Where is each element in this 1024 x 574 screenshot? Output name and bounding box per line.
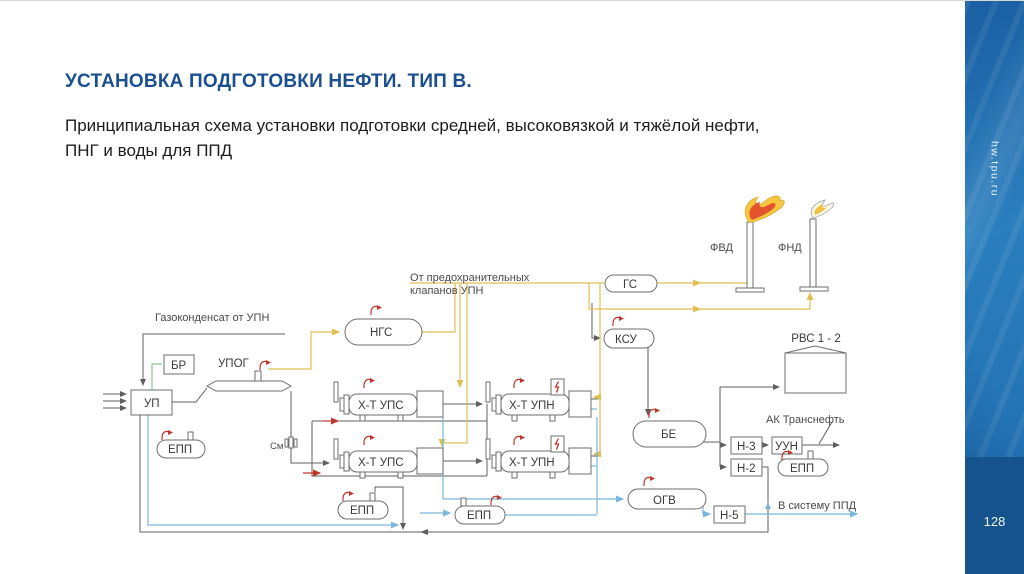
valve-icon <box>643 475 656 487</box>
condensate-pipe <box>151 363 162 390</box>
valve-icon <box>363 377 376 389</box>
flare-fvd: ФВД <box>710 195 785 293</box>
relief-note-line1: От предохранительных <box>410 272 530 284</box>
mixer-sm: См <box>270 436 298 452</box>
mixer-label: См <box>270 441 283 452</box>
upog-vessel: УПОГ <box>205 358 293 392</box>
htupn1-heater-treater: Х-Т УПН <box>485 377 592 422</box>
up-unit: УП <box>130 389 173 416</box>
epp2-label: ЕПП <box>790 463 814 475</box>
page-title: УСТАНОВКА ПОДГОТОВКИ НЕФТИ. ТИП В. <box>65 71 472 92</box>
be-vessel: БЕ <box>632 407 707 448</box>
valve-icon <box>513 434 526 446</box>
htups1-label: Х-Т УПС <box>358 400 404 412</box>
htupn1-label: Х-Т УПН <box>509 400 555 412</box>
valve-icon <box>363 434 376 446</box>
relief-note-line2: клапанов УПН <box>410 285 484 297</box>
up-label: УП <box>144 398 160 410</box>
gs-label: ГС <box>623 279 637 291</box>
gas-condensate-note: Газоконденсат от УПН <box>155 312 269 324</box>
valve-icon <box>161 429 174 441</box>
epp4-label: ЕПП <box>467 510 491 522</box>
sidebar-url: hw.tpu.ru <box>988 141 1001 198</box>
valve-icon <box>648 407 661 419</box>
epp1-vessel: ЕПП <box>156 429 206 459</box>
valve-icon <box>513 377 526 389</box>
mixer-icon <box>284 436 298 449</box>
n3-label: Н-3 <box>737 441 756 453</box>
subtitle-line-1: Принципиальная схема установки подготовк… <box>65 116 760 135</box>
valve-icon <box>612 315 625 327</box>
gas-pipes <box>268 279 814 458</box>
subtitle-line-2: ПНГ и воды для ППД <box>65 141 233 160</box>
to-ppd-note: В систему ППД <box>778 500 857 512</box>
n2-label: Н-2 <box>737 463 756 475</box>
page-number: 128 <box>983 513 1006 529</box>
fvd-label: ФВД <box>710 242 733 254</box>
epp4-vessel: ЕПП <box>454 494 506 525</box>
sidebar-footer: 128 <box>965 457 1024 574</box>
n3-pump: Н-3 <box>730 436 763 455</box>
n5-pump: Н-5 <box>713 505 746 524</box>
slide-subtitle: Принципиальная схема установки подготовк… <box>65 113 915 163</box>
fnd-label: ФНД <box>778 242 802 254</box>
flare-fnd: ФНД <box>778 199 834 292</box>
oil-pipes <box>103 303 840 535</box>
n5-label: Н-5 <box>720 510 739 522</box>
sidebar: hw.tpu.ru 128 <box>965 1 1024 574</box>
htupn2-heater-treater: Х-Т УПН <box>485 434 592 479</box>
upog-label: УПОГ <box>218 358 250 370</box>
br-unit: БР <box>163 354 195 375</box>
epp3-vessel: ЕПП <box>337 490 389 520</box>
epp3-label: ЕПП <box>350 505 374 517</box>
rvs-tank: РВС 1 - 2 <box>784 333 847 394</box>
htups2-heater-treater: Х-Т УПС <box>333 434 444 479</box>
htups1-heater-treater: Х-Т УПС <box>333 377 444 422</box>
ogv-label: ОГВ <box>653 495 676 507</box>
uun-label: УУН <box>775 441 798 453</box>
n2-pump: Н-2 <box>730 458 763 477</box>
electric-heater-icon <box>550 378 565 396</box>
ksu-label: КСУ <box>615 334 637 346</box>
br-label: БР <box>171 360 187 372</box>
ngs-vessel: НГС <box>344 304 423 346</box>
ogv-vessel: ОГВ <box>627 475 707 510</box>
gs-vessel: ГС <box>604 274 658 293</box>
uun-unit: УУН <box>771 436 803 455</box>
ngs-label: НГС <box>370 327 392 339</box>
valve-icon <box>370 304 383 316</box>
epp1-label: ЕПП <box>168 444 192 456</box>
flame-inner <box>749 202 776 220</box>
ksu-vessel: КСУ <box>603 315 655 349</box>
htups2-label: Х-Т УПС <box>358 457 404 469</box>
fuel-pipes <box>303 417 340 477</box>
valve-icon <box>490 494 503 506</box>
be-label: БЕ <box>661 429 677 441</box>
electric-heater-icon <box>550 435 565 453</box>
epp2-vessel: ЕПП <box>777 449 829 477</box>
transneft-note: АК Транснефть <box>766 414 845 426</box>
rvs-label: РВС 1 - 2 <box>791 333 840 345</box>
flame-inner <box>814 204 827 215</box>
htupn2-label: Х-Т УПН <box>509 457 555 469</box>
valve-icon <box>342 490 355 502</box>
